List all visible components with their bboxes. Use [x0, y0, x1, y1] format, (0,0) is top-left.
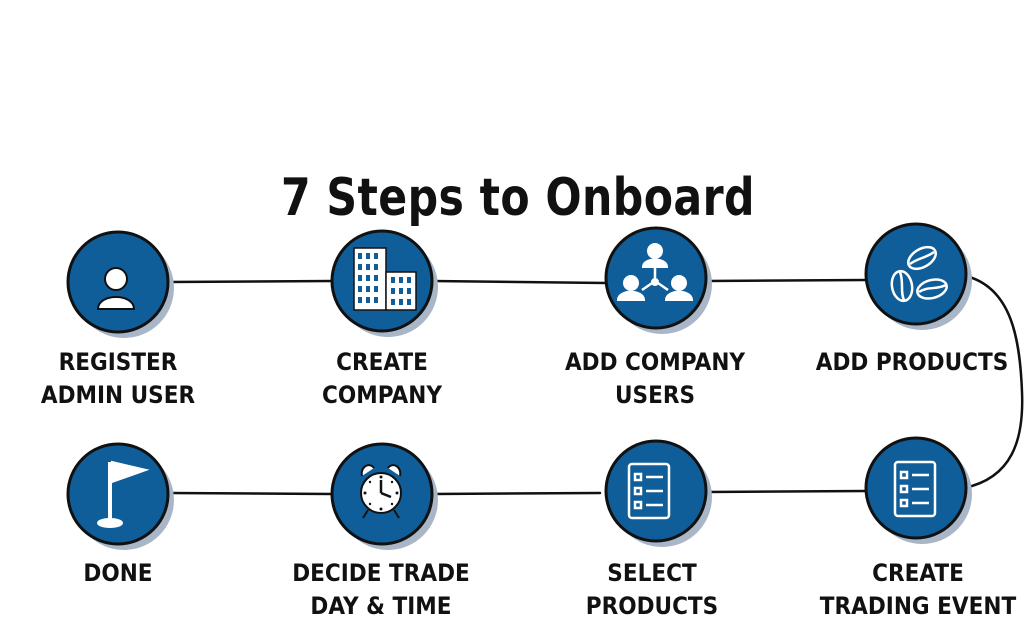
step-circle — [66, 442, 170, 546]
flag-icon — [97, 460, 150, 528]
diagram-title: 7 Steps to Onboard — [281, 168, 755, 228]
step-label: Register Admin User — [40, 348, 196, 409]
team-icon — [616, 243, 694, 301]
checklist-icon — [627, 462, 671, 520]
step-label: Add Products — [815, 348, 1009, 376]
step-label: Create Company — [321, 348, 442, 409]
user-icon — [96, 267, 136, 310]
checklist-icon — [893, 460, 937, 518]
connector-line — [166, 279, 334, 284]
step-label: Create Trading Event — [819, 559, 1017, 620]
step-label: Decide Trade Day & Time — [292, 559, 470, 620]
step-label: Select Products — [585, 559, 719, 620]
connector-line — [430, 491, 602, 496]
step-label: Add Company Users — [564, 348, 746, 409]
connector-line — [430, 279, 608, 285]
connector-line — [166, 491, 334, 496]
building-icon — [353, 247, 417, 311]
connector-line — [962, 274, 1024, 490]
step-label: Done — [83, 559, 153, 587]
connector-line — [704, 489, 868, 494]
step-circle — [864, 222, 968, 326]
alarm-clock-icon — [360, 464, 402, 519]
coffee-beans-icon — [890, 245, 948, 303]
connector-line — [704, 278, 868, 283]
